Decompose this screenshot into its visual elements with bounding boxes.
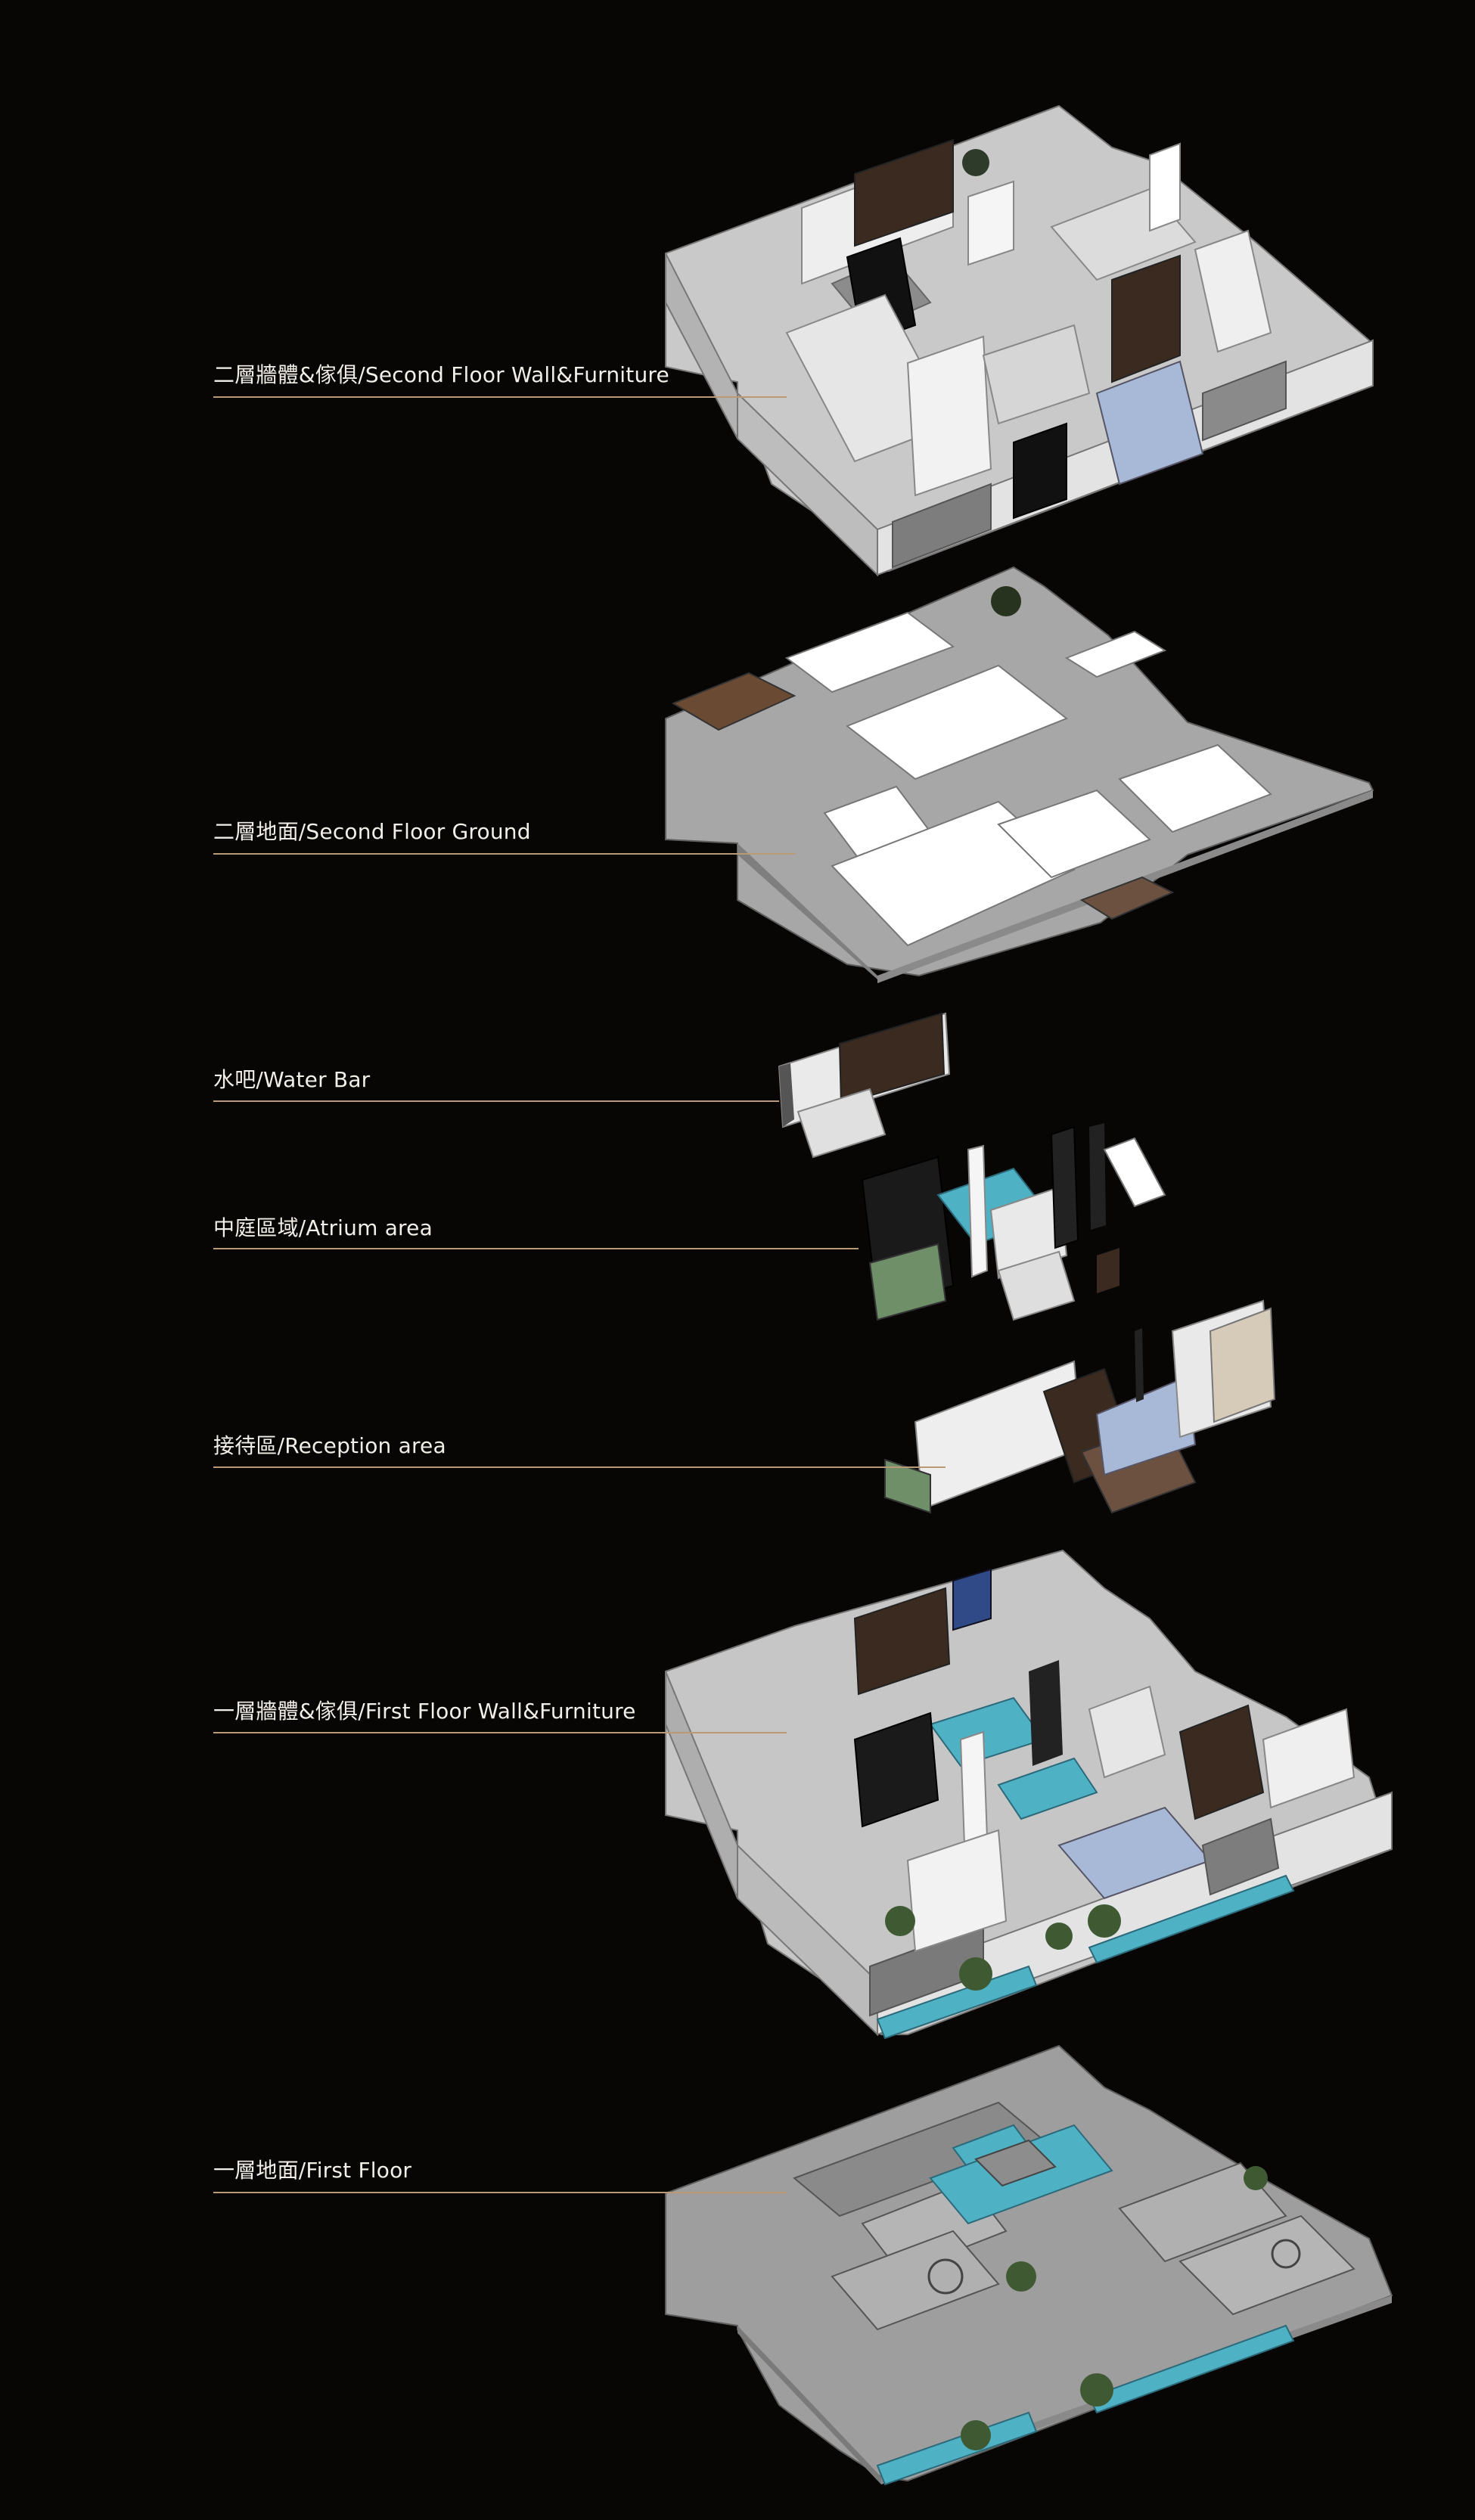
layer-reception-area	[884, 1299, 1276, 1514]
layer-second-floor-ground	[665, 566, 1374, 983]
leader-atrium-area	[213, 1248, 859, 1249]
leader-first-floor-wall-furniture	[213, 1732, 787, 1733]
leader-water-bar	[213, 1100, 779, 1102]
leader-reception-area	[213, 1466, 946, 1468]
layer-first-floor	[665, 2044, 1393, 2486]
layer-second-floor-wall-furniture	[665, 104, 1374, 577]
label-first-floor-wall-furniture: 一層牆體&傢俱/First Floor Wall&Furniture	[213, 1699, 636, 1724]
layer-atrium-area	[861, 1123, 1166, 1321]
label-reception-area: 接待區/Reception area	[213, 1433, 446, 1458]
leader-second-floor-wall-furniture	[213, 396, 787, 398]
leader-second-floor-ground	[213, 853, 796, 855]
label-water-bar: 水吧/Water Bar	[213, 1067, 371, 1092]
label-second-floor-ground: 二層地面/Second Floor Ground	[213, 819, 531, 844]
label-first-floor: 一層地面/First Floor	[213, 2158, 412, 2183]
label-second-floor-wall-furniture: 二層牆體&傢俱/Second Floor Wall&Furniture	[213, 362, 669, 387]
layer-first-floor-wall-furniture	[665, 1549, 1393, 2040]
label-atrium-area: 中庭區域/Atrium area	[213, 1215, 433, 1240]
layer-water-bar	[778, 1012, 951, 1159]
leader-first-floor	[213, 2192, 787, 2193]
